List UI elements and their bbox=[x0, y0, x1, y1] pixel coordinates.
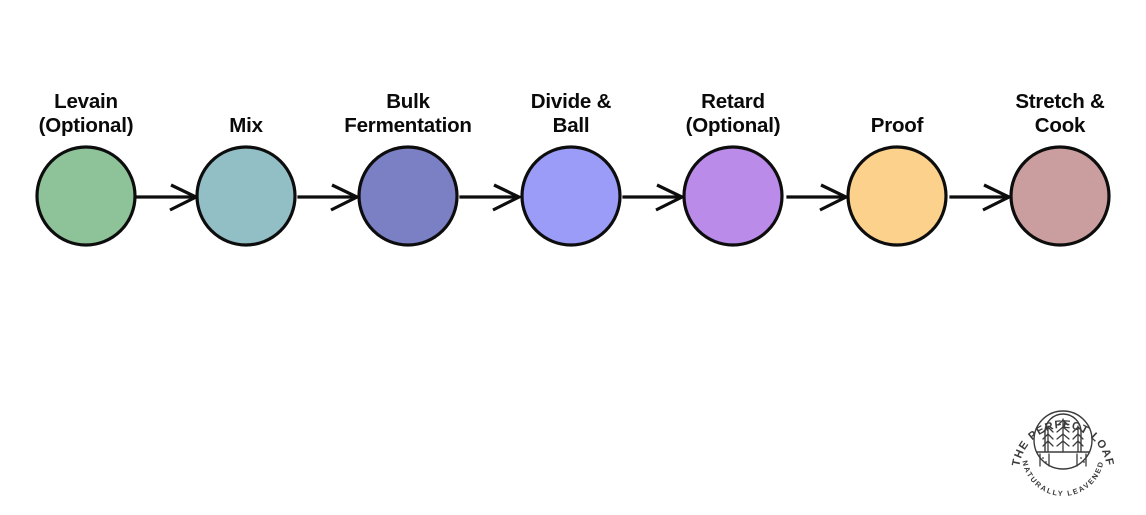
connector-divide-and-ball-to-retard bbox=[622, 183, 686, 212]
node-label-proof-line1: Proof bbox=[871, 114, 924, 137]
node-circle-levain[interactable] bbox=[35, 145, 137, 247]
logo-text-bottom-path: NATURALLY LEAVENED bbox=[1020, 459, 1104, 498]
node-circle-retard[interactable] bbox=[682, 145, 784, 247]
node-label-levain-line1: Levain bbox=[54, 90, 118, 113]
logo-field-dot bbox=[1042, 457, 1044, 459]
the-perfect-loaf-logo: THE PERFECT LOAF NATURALLY LEAVENED bbox=[1010, 410, 1115, 498]
node-divide-and-ball[interactable]: Divide & Ball bbox=[520, 90, 622, 247]
connector-mix-to-bulk-fermentation bbox=[297, 183, 361, 212]
wheat-icon-center bbox=[1056, 418, 1070, 453]
logo-field-dot bbox=[1083, 461, 1085, 463]
node-circle-mix[interactable] bbox=[195, 145, 297, 247]
node-label-levain-line2: (Optional) bbox=[39, 114, 134, 137]
logo-field-dot bbox=[1080, 457, 1082, 459]
node-label-bulk-fermentation-line2: Fermentation bbox=[344, 114, 471, 137]
node-retard[interactable]: Retard (Optional) bbox=[682, 90, 784, 247]
logo-emblem-circle bbox=[1033, 410, 1093, 470]
connector-bulk-fermentation-to-divide-and-ball bbox=[459, 183, 523, 212]
node-circle-proof[interactable] bbox=[846, 145, 948, 247]
logo-text-bottom: NATURALLY LEAVENED bbox=[1020, 459, 1105, 498]
node-label-retard-line2: (Optional) bbox=[686, 114, 781, 137]
node-proof[interactable]: Proof bbox=[846, 114, 948, 247]
connector-levain-to-mix bbox=[136, 183, 200, 212]
node-circle-stretch-and-cook[interactable] bbox=[1009, 145, 1111, 247]
node-levain[interactable]: Levain (Optional) bbox=[35, 90, 137, 247]
connector-retard-to-proof bbox=[786, 183, 850, 212]
logo-field-dot bbox=[1045, 461, 1047, 463]
node-stretch-and-cook[interactable]: Stretch & Cook bbox=[1009, 90, 1111, 247]
wheat-icon-left bbox=[1042, 425, 1054, 453]
node-label-bulk-fermentation-line1: Bulk bbox=[386, 90, 430, 113]
node-label-stretch-and-cook-line1: Stretch & bbox=[1015, 90, 1105, 113]
node-label-mix-line1: Mix bbox=[229, 114, 263, 137]
logo-field-texture bbox=[1039, 453, 1087, 467]
node-label-stretch-and-cook-line2: Cook bbox=[1035, 114, 1086, 137]
node-circle-divide-and-ball[interactable] bbox=[520, 145, 622, 247]
node-mix[interactable]: Mix bbox=[195, 114, 297, 247]
logo-arch bbox=[1044, 413, 1082, 452]
connector-proof-to-stretch-and-cook bbox=[949, 183, 1013, 212]
node-label-divide-and-ball-line2: Ball bbox=[553, 114, 590, 137]
node-label-retard-line1: Retard bbox=[701, 90, 765, 113]
node-bulk-fermentation[interactable]: Bulk Fermentation bbox=[344, 90, 472, 247]
node-circle-bulk-fermentation[interactable] bbox=[357, 145, 459, 247]
wheat-icon-right bbox=[1072, 425, 1084, 453]
node-label-divide-and-ball-line1: Divide & bbox=[531, 90, 612, 113]
